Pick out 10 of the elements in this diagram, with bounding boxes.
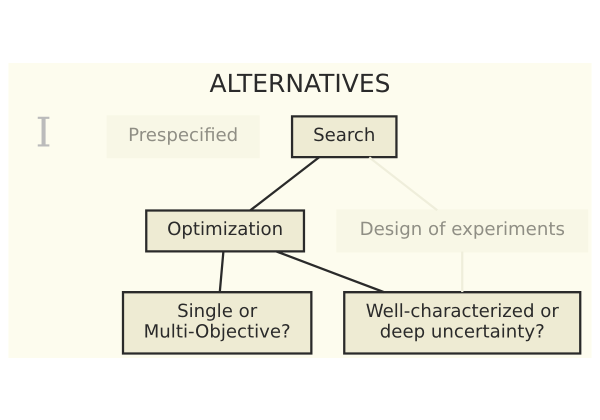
node-box: Search bbox=[290, 114, 398, 158]
connector bbox=[250, 156, 320, 211]
connector bbox=[218, 250, 225, 292]
label: I bbox=[36, 108, 52, 156]
node-box: Optimization bbox=[145, 208, 306, 252]
node-box: Well-characterized or deep uncertainty? bbox=[343, 290, 582, 354]
node-box: Single or Multi-Objective? bbox=[122, 290, 312, 354]
connector bbox=[368, 156, 438, 211]
connector bbox=[276, 250, 385, 293]
diagram-title: ALTERNATIVES bbox=[210, 68, 390, 98]
